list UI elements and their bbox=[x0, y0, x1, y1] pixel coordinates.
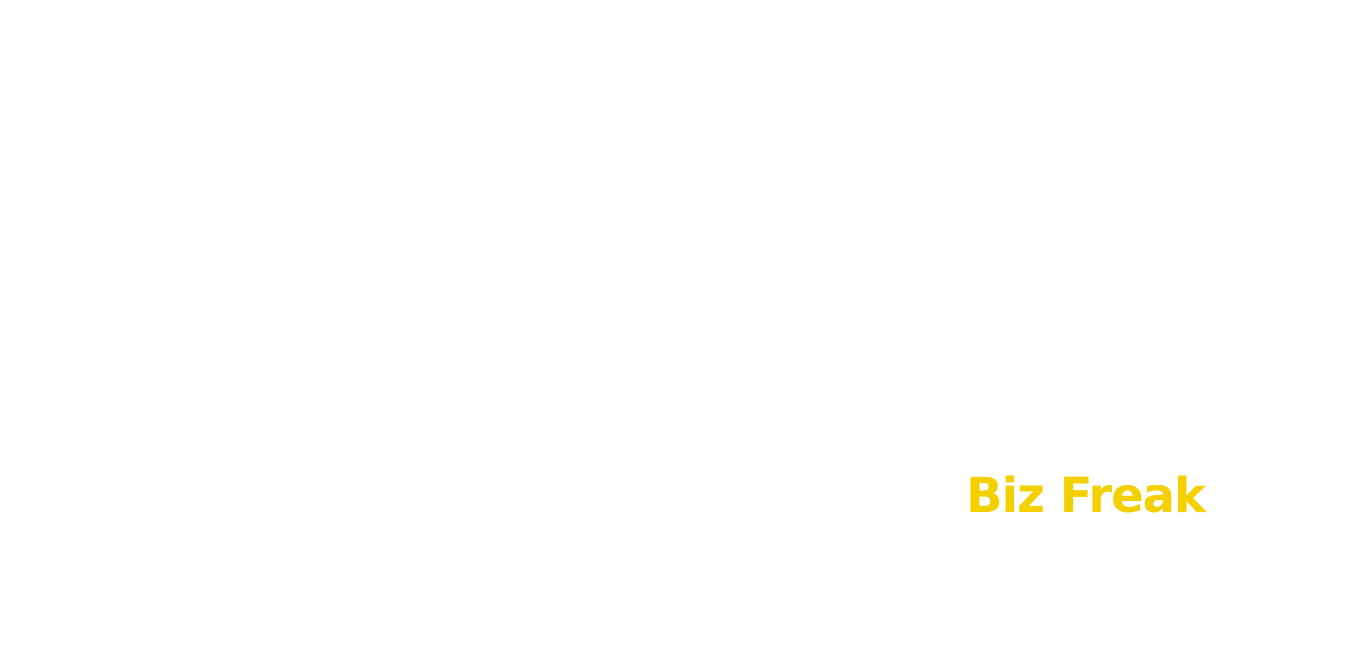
brand-text: Biz Freak bbox=[966, 468, 1206, 524]
